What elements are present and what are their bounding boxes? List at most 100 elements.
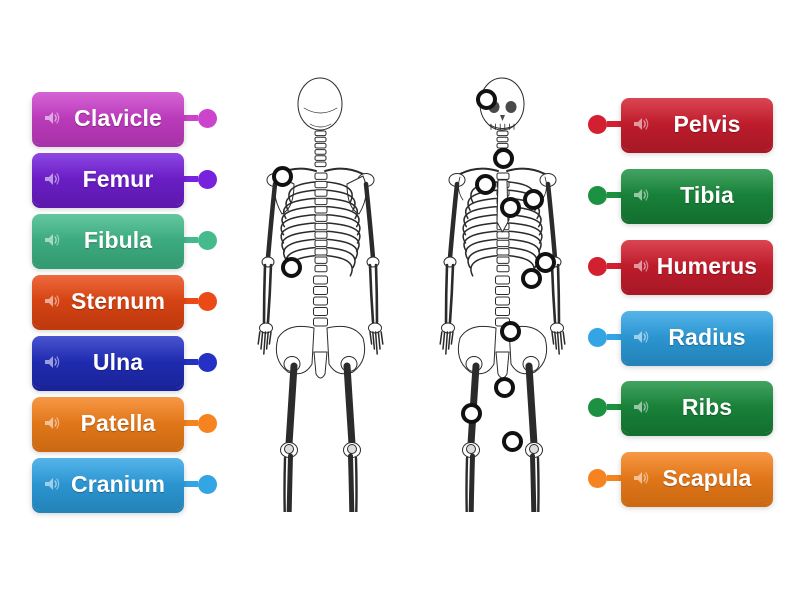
label-pill[interactable]: Patella <box>32 397 184 449</box>
answer-label-clavicle[interactable]: Clavicle <box>32 92 217 144</box>
marker-ulna[interactable] <box>521 268 542 289</box>
marker-fibula[interactable] <box>461 403 482 424</box>
speaker-icon[interactable] <box>631 327 651 347</box>
connector-line <box>184 115 198 121</box>
label-connector[interactable] <box>588 381 621 433</box>
speaker-icon[interactable] <box>631 185 651 205</box>
marker-ribs[interactable] <box>500 197 521 218</box>
label-text: Humerus <box>656 252 758 279</box>
label-pill[interactable]: Pelvis <box>621 98 773 150</box>
speaker-icon[interactable] <box>42 108 62 128</box>
label-text: Pelvis <box>673 110 741 137</box>
marker-scapula[interactable] <box>272 166 293 187</box>
label-pill[interactable]: Scapula <box>621 452 773 504</box>
label-pill[interactable]: Cranium <box>32 458 184 510</box>
answer-label-fibula[interactable]: Fibula <box>32 214 217 266</box>
marker-cranium[interactable] <box>476 89 497 110</box>
connector-dot[interactable] <box>198 291 217 311</box>
answer-label-cranium[interactable]: Cranium <box>32 458 217 510</box>
connector-dot[interactable] <box>198 169 217 189</box>
label-text: Tibia <box>680 181 734 208</box>
connector-line <box>184 237 198 243</box>
marker-radius[interactable] <box>535 252 556 273</box>
label-text: Cranium <box>71 470 165 497</box>
answer-label-humerus[interactable]: Humerus <box>588 240 773 292</box>
speaker-icon[interactable] <box>42 474 62 494</box>
answer-label-femur[interactable]: Femur <box>32 153 217 205</box>
speaker-icon[interactable] <box>631 256 651 276</box>
label-pill[interactable]: Clavicle <box>32 92 184 144</box>
label-connector[interactable] <box>184 336 217 388</box>
speaker-icon[interactable] <box>631 397 651 417</box>
speaker-icon[interactable] <box>42 230 62 250</box>
connector-dot[interactable] <box>588 397 607 417</box>
label-pill[interactable]: Sternum <box>32 275 184 327</box>
connector-line <box>607 404 621 410</box>
connector-dot[interactable] <box>198 413 217 433</box>
answer-label-radius[interactable]: Radius <box>588 311 773 363</box>
marker-clavicle[interactable] <box>493 148 514 169</box>
label-pill[interactable]: Fibula <box>32 214 184 266</box>
answer-label-tibia[interactable]: Tibia <box>588 169 773 221</box>
label-connector[interactable] <box>588 311 621 363</box>
connector-line <box>184 298 198 304</box>
label-connector[interactable] <box>588 452 621 504</box>
label-text: Femur <box>82 165 154 192</box>
label-connector[interactable] <box>184 153 217 205</box>
label-connector[interactable] <box>184 275 217 327</box>
label-text: Radius <box>668 323 746 350</box>
label-connector[interactable] <box>588 98 621 150</box>
connector-dot[interactable] <box>198 108 217 128</box>
connector-line <box>607 192 621 198</box>
answer-label-ribs[interactable]: Ribs <box>588 381 773 433</box>
connector-dot[interactable] <box>588 185 607 205</box>
answer-label-pelvis[interactable]: Pelvis <box>588 98 773 150</box>
label-text: Clavicle <box>74 104 162 131</box>
connector-dot[interactable] <box>588 468 607 488</box>
label-connector[interactable] <box>588 169 621 221</box>
connector-dot[interactable] <box>198 230 217 250</box>
label-pill[interactable]: Humerus <box>621 240 773 292</box>
label-text: Ribs <box>681 393 733 420</box>
marker-sternum[interactable] <box>475 174 496 195</box>
label-connector[interactable] <box>184 92 217 144</box>
connector-dot[interactable] <box>588 256 607 276</box>
label-connector[interactable] <box>184 458 217 510</box>
connector-dot[interactable] <box>198 352 217 372</box>
label-connector[interactable] <box>184 397 217 449</box>
connector-dot[interactable] <box>588 327 607 347</box>
label-pill[interactable]: Tibia <box>621 169 773 221</box>
skeleton-anterior-view <box>430 72 575 544</box>
label-text: Patella <box>80 409 156 436</box>
answer-label-patella[interactable]: Patella <box>32 397 217 449</box>
label-pill[interactable]: Ribs <box>621 381 773 433</box>
label-text: Fibula <box>83 226 153 253</box>
marker-femur[interactable] <box>500 321 521 342</box>
speaker-icon[interactable] <box>631 468 651 488</box>
connector-line <box>184 359 198 365</box>
speaker-icon[interactable] <box>42 291 62 311</box>
label-pill[interactable]: Radius <box>621 311 773 363</box>
connector-dot[interactable] <box>588 114 607 134</box>
speaker-icon[interactable] <box>42 352 62 372</box>
label-pill[interactable]: Femur <box>32 153 184 205</box>
marker-patella[interactable] <box>494 377 515 398</box>
marker-humerus[interactable] <box>523 189 544 210</box>
speaker-icon[interactable] <box>631 114 651 134</box>
answer-label-sternum[interactable]: Sternum <box>32 275 217 327</box>
label-connector[interactable] <box>588 240 621 292</box>
label-text: Ulna <box>92 348 144 375</box>
marker-tibia[interactable] <box>502 431 523 452</box>
marker-pelvis[interactable] <box>281 257 302 278</box>
connector-line <box>607 121 621 127</box>
label-text: Scapula <box>662 464 752 491</box>
label-connector[interactable] <box>184 214 217 266</box>
connector-dot[interactable] <box>198 474 217 494</box>
answer-label-scapula[interactable]: Scapula <box>588 452 773 504</box>
label-pill[interactable]: Ulna <box>32 336 184 388</box>
connector-line <box>607 263 621 269</box>
answer-label-ulna[interactable]: Ulna <box>32 336 217 388</box>
speaker-icon[interactable] <box>42 413 62 433</box>
speaker-icon[interactable] <box>42 169 62 189</box>
